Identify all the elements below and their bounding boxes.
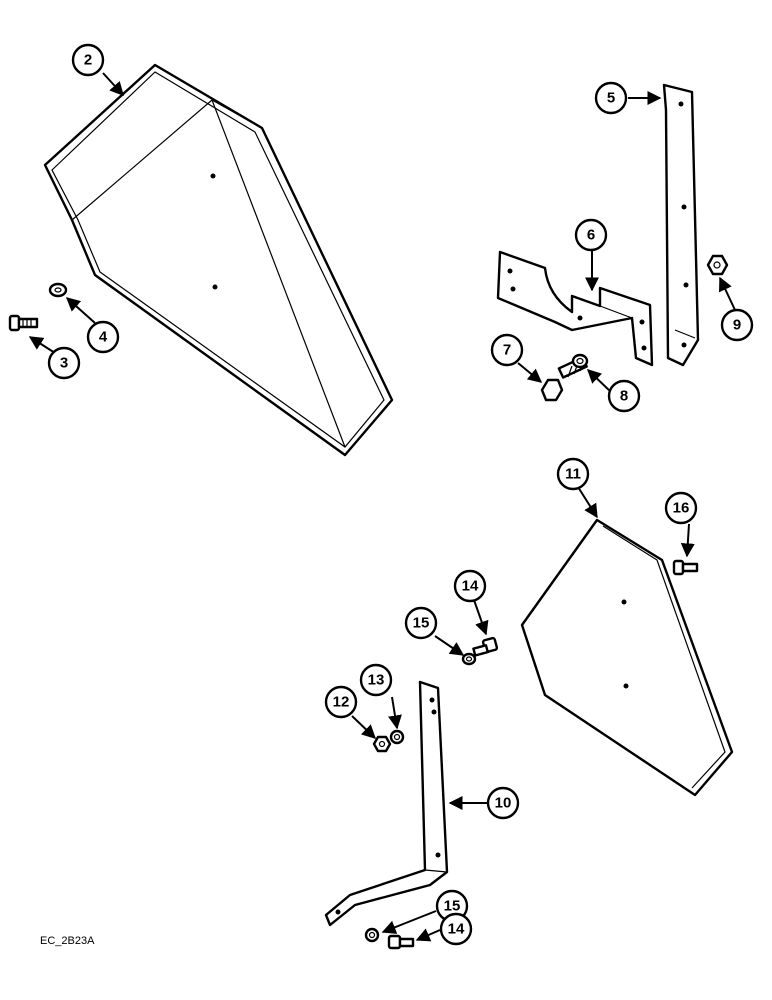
part-4-washer (48, 282, 68, 298)
figure-code: EC_2B23A (40, 935, 95, 947)
part-9-nut (706, 254, 729, 276)
callout-9: 9 (720, 308, 754, 342)
callout-5: 5 (594, 81, 628, 115)
part-12-nut (372, 735, 392, 753)
callout-7-label: 7 (503, 342, 511, 359)
callout-2: 2 (71, 43, 105, 77)
part-6-angle-bracket (496, 250, 654, 367)
callout-3-label: 3 (60, 355, 68, 372)
part-11-panel (520, 518, 734, 797)
callout-14-upper: 14 (453, 569, 487, 603)
part-13-lock-washer (389, 729, 405, 745)
callout-8: 8 (607, 379, 641, 413)
callout-10: 10 (486, 786, 520, 820)
callout-9-label: 9 (733, 317, 741, 334)
part-15-washer-lower (364, 927, 380, 943)
callout-10-label: 10 (495, 795, 512, 812)
callout-11: 11 (556, 457, 590, 491)
callout-4: 4 (86, 320, 120, 354)
part-10-l-strap (324, 680, 449, 927)
callout-12-label: 12 (333, 694, 350, 711)
part-8-washer (571, 353, 589, 369)
callout-16: 16 (664, 491, 698, 525)
callout-15-upper: 15 (404, 606, 438, 640)
callout-3: 3 (47, 346, 81, 380)
callout-4-label: 4 (99, 329, 108, 346)
part-5-strap-bracket (662, 83, 700, 367)
callout-14-lower: 14 (439, 912, 473, 946)
callout-13: 13 (359, 663, 393, 697)
part-3-bolt (8, 314, 39, 332)
callout-16-label: 16 (673, 500, 690, 517)
part-16-bolt (672, 559, 699, 576)
part-14-bolt-upper (472, 636, 499, 657)
callout-5-label: 5 (607, 90, 615, 107)
callout-6-label: 6 (587, 227, 595, 244)
callout-14-upper-label: 14 (462, 578, 479, 595)
part-14-bolt-lower (387, 934, 415, 950)
callout-14-lower-label: 14 (448, 921, 465, 938)
callout-13-label: 13 (368, 672, 385, 689)
callout-6: 6 (574, 218, 608, 252)
callout-2-label: 2 (84, 52, 92, 69)
part-2-deflector-shield (43, 63, 394, 457)
callout-7: 7 (490, 333, 524, 367)
callout-12: 12 (324, 685, 358, 719)
callout-15-upper-label: 15 (413, 615, 430, 632)
part-15-washer-upper (461, 652, 477, 666)
leader-lines (28, 72, 736, 942)
callout-11-label: 11 (565, 466, 581, 483)
callout-15-lower-label: 15 (444, 898, 461, 915)
callout-8-label: 8 (620, 388, 628, 405)
